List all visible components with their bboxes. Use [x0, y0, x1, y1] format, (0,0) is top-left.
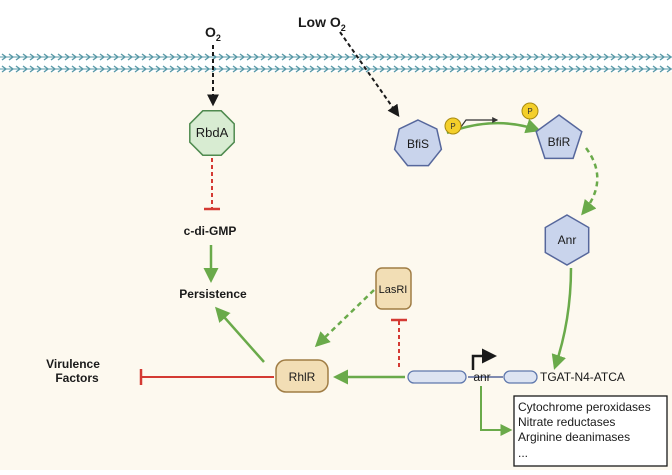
- target-gene-item: ...: [518, 446, 528, 460]
- bfis-protein: BfiS: [393, 119, 443, 167]
- low-o2-entry-arrow: [339, 31, 400, 117]
- bfir-label: BfiR: [548, 135, 571, 149]
- low-o2-label: Low O2: [298, 14, 346, 33]
- dna-segment-left: [407, 370, 467, 384]
- o2-label: O2: [205, 24, 221, 43]
- rbda-protein: RbdA: [189, 110, 235, 156]
- target-genes-box: Cytochrome peroxidases Nitrate reductase…: [513, 395, 668, 467]
- bfir-phosphate-label: P: [527, 107, 532, 116]
- bfir-phosphate: P: [521, 102, 539, 120]
- persistence-label: Persistence: [179, 287, 247, 301]
- target-gene-item: Nitrate reductases: [518, 415, 615, 429]
- rbda-label: RbdA: [196, 125, 229, 140]
- rhlr-to-persistence-arrow: [215, 306, 265, 363]
- rhlr-box: RhlR: [275, 359, 329, 393]
- lasri-activates-rhlr-arrow: [314, 289, 375, 348]
- anr-protein-label: Anr: [558, 233, 577, 247]
- lasri-box: LasRI: [375, 267, 412, 310]
- dna-segment-right: [503, 370, 538, 384]
- bfir-protein: BfiR: [535, 114, 583, 160]
- lasri-label: LasRI: [379, 284, 408, 296]
- target-gene-item: Arginine deanimases: [518, 430, 630, 444]
- anr-protein: Anr: [544, 214, 590, 266]
- rhlr-label: RhlR: [289, 370, 316, 384]
- virulence-factors-label-2: Factors: [55, 371, 99, 385]
- anr-gene-label: anr: [473, 370, 490, 384]
- cell-membrane: [0, 53, 672, 73]
- bfis-phosphate-label: P: [450, 122, 455, 131]
- anr-to-targets-arrow: [480, 386, 513, 436]
- motif-label: TGAT-N4-ATCA: [540, 370, 625, 384]
- transcription-start-arrow: [471, 348, 497, 370]
- target-gene-item: Cytochrome peroxidases: [518, 400, 651, 414]
- virulence-factors-label: Virulence: [46, 357, 100, 371]
- cdigmp-label: c-di-GMP: [184, 224, 237, 238]
- anr-binds-motif-arrow: [551, 267, 573, 370]
- bfis-phosphate: P: [444, 117, 462, 135]
- bfis-label: BfiS: [407, 137, 429, 151]
- bfir-to-anr-arrow: [581, 147, 599, 216]
